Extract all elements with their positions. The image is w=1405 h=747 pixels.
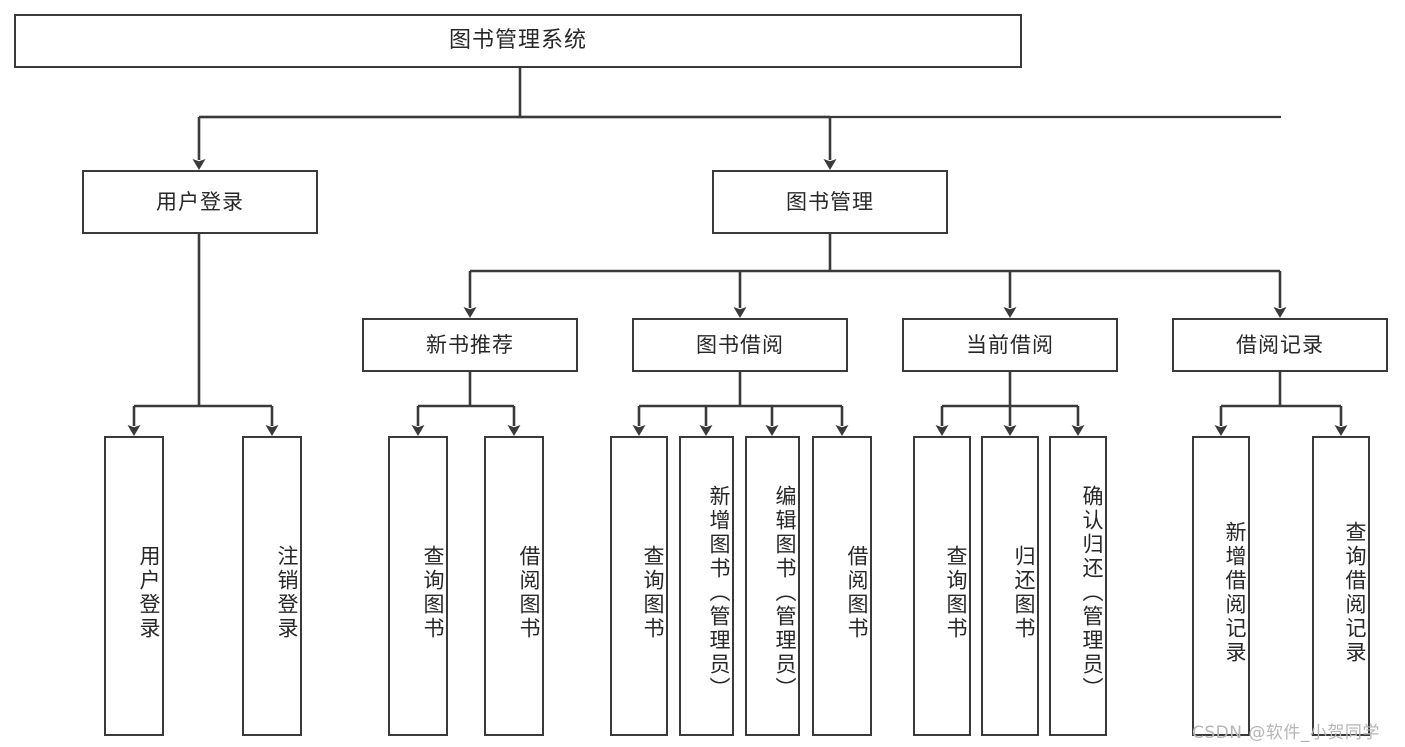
node-label: 图书管理系统 [448, 28, 587, 54]
node-leaf-query-borrow-record[interactable]: 查询借阅记录 [1312, 436, 1370, 736]
node-label: 归还图书 [1012, 545, 1036, 641]
node-borrow-record[interactable]: 借阅记录 [1172, 318, 1388, 372]
node-leaf-query-book-2[interactable]: 查询图书 [610, 436, 668, 736]
node-user-login[interactable]: 用户登录 [82, 170, 318, 234]
node-label: 查询图书 [944, 545, 968, 641]
node-book-borrow[interactable]: 图书借阅 [632, 318, 848, 372]
node-leaf-edit-book-admin[interactable]: 编辑图书（管理员） [745, 436, 800, 736]
node-label: 新增图书（管理员） [707, 485, 731, 701]
node-leaf-user-login[interactable]: 用户登录 [104, 436, 164, 736]
node-label: 图书借阅 [696, 332, 784, 357]
node-current-borrow[interactable]: 当前借阅 [902, 318, 1118, 372]
node-label: 借阅记录 [1236, 332, 1324, 357]
node-leaf-logout-login[interactable]: 注销登录 [242, 436, 302, 736]
node-book-management[interactable]: 图书管理 [712, 170, 948, 234]
node-label: 确认归还（管理员） [1080, 485, 1104, 701]
csdn-watermark: CSDN @软件_小贺同学 [1192, 723, 1380, 743]
node-label: 查询图书 [421, 545, 445, 641]
node-label: 当前借阅 [966, 332, 1054, 357]
node-label: 用户登录 [156, 189, 244, 214]
node-label: 注销登录 [275, 545, 299, 641]
node-leaf-query-book-3[interactable]: 查询图书 [913, 436, 971, 736]
node-label: 查询借阅记录 [1343, 521, 1367, 665]
node-label: 借阅图书 [517, 545, 541, 641]
node-leaf-add-borrow-record[interactable]: 新增借阅记录 [1192, 436, 1250, 736]
node-leaf-return-book[interactable]: 归还图书 [981, 436, 1039, 736]
node-label: 图书管理 [786, 189, 874, 214]
node-new-book-recommend[interactable]: 新书推荐 [362, 318, 578, 372]
node-leaf-borrow-book-1[interactable]: 借阅图书 [484, 436, 544, 736]
node-leaf-borrow-book-2[interactable]: 借阅图书 [812, 436, 872, 736]
node-leaf-confirm-return-admin[interactable]: 确认归还（管理员） [1049, 436, 1107, 736]
node-label: 借阅图书 [845, 545, 869, 641]
node-label: 新书推荐 [426, 332, 514, 357]
node-label: 编辑图书（管理员） [773, 485, 797, 701]
node-leaf-query-book-1[interactable]: 查询图书 [388, 436, 448, 736]
node-label: 查询图书 [641, 545, 665, 641]
node-book-management-system[interactable]: 图书管理系统 [14, 14, 1022, 68]
node-label: 用户登录 [137, 545, 161, 641]
node-label: 新增借阅记录 [1223, 521, 1247, 665]
node-leaf-add-book-admin[interactable]: 新增图书（管理员） [679, 436, 734, 736]
